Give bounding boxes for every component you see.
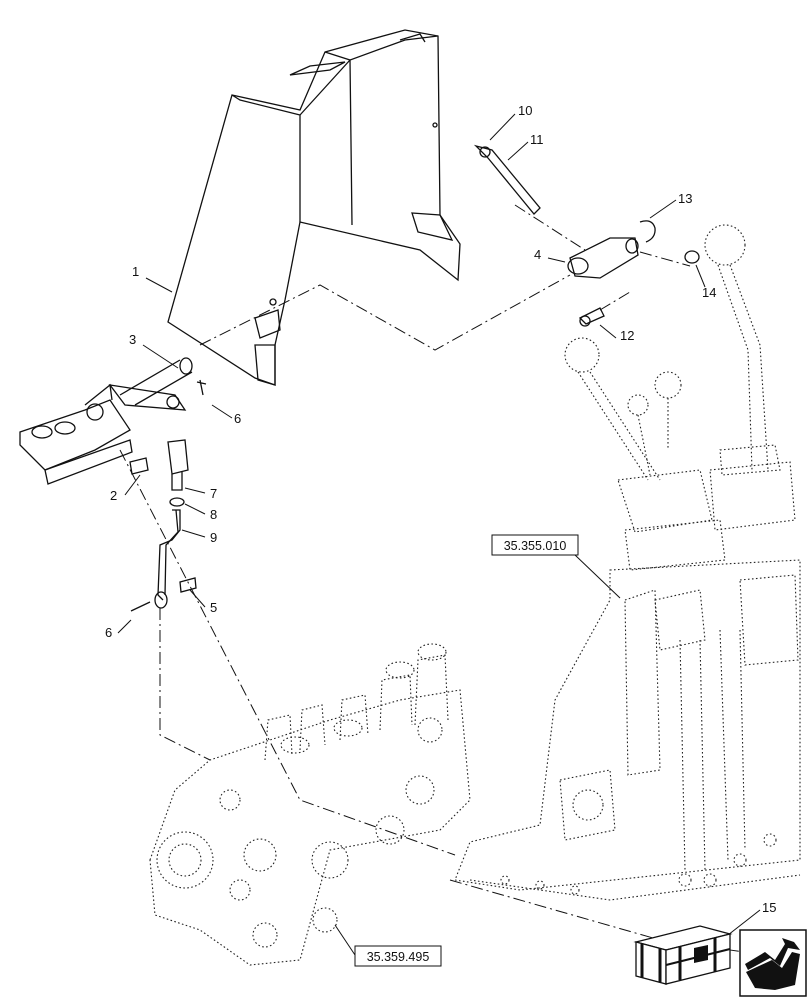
linkage-rod [130, 379, 207, 612]
callout-3: 3 [129, 332, 136, 347]
valve-block-dotted [149, 643, 471, 966]
callout-labels: 1 2 3 4 5 6 6 7 8 9 10 11 12 13 14 15 [105, 103, 776, 915]
callout-10: 10 [518, 103, 532, 118]
next-page-arrow-icon[interactable] [739, 929, 807, 997]
callout-2: 2 [110, 488, 117, 503]
pivot-bracket [19, 357, 193, 485]
reference-valve-block: 35.359.495 [367, 950, 430, 964]
control-unit-dotted [454, 224, 801, 901]
callout-6-upper: 6 [234, 411, 241, 426]
callout-15: 15 [762, 900, 776, 915]
console-cover [167, 29, 461, 386]
callout-14: 14 [702, 285, 716, 300]
connection-lines [119, 204, 801, 961]
reference-box-control-unit[interactable]: 35.355.010 [491, 534, 579, 556]
reference-control-unit: 35.355.010 [504, 539, 567, 553]
callout-8: 8 [210, 507, 217, 522]
reference-box-valve-block[interactable]: 35.359.495 [354, 945, 442, 967]
callout-1: 1 [132, 264, 139, 279]
callout-9: 9 [210, 530, 217, 545]
callout-5: 5 [210, 600, 217, 615]
callout-7: 7 [210, 486, 217, 501]
callout-4: 4 [534, 247, 541, 262]
callout-13: 13 [678, 191, 692, 206]
callout-6-lower: 6 [105, 625, 112, 640]
callout-12: 12 [620, 328, 634, 343]
callout-11: 11 [530, 132, 544, 147]
callout-leaders [117, 113, 761, 956]
parts-kit-box-icon [633, 925, 733, 985]
upper-pivot-assembly [473, 144, 700, 327]
